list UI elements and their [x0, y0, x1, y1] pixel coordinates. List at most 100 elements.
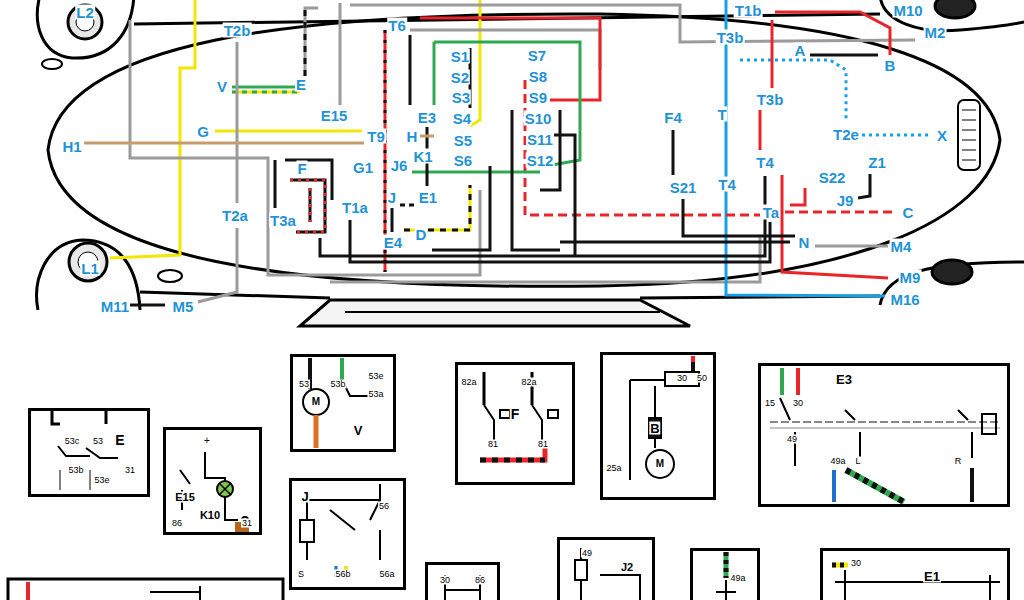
inset-box: E53c5353b53e31 — [28, 408, 150, 497]
component-label: X — [936, 128, 948, 143]
component-label: S3 — [451, 90, 471, 105]
circuit-symbol — [303, 389, 329, 415]
component-label: S6 — [453, 153, 473, 168]
wire-line — [198, 228, 237, 302]
pin-number: 53a — [367, 390, 384, 399]
component-label: T1b — [734, 3, 763, 18]
component-label: S10 — [524, 111, 553, 126]
wire-line — [285, 160, 332, 200]
component-label: S12 — [526, 153, 555, 168]
wire-line — [862, 134, 928, 137]
component-label: S9 — [528, 90, 548, 105]
wire-line — [110, 0, 195, 258]
pin-number: 49 — [786, 435, 798, 444]
wire-line — [420, 135, 434, 138]
pin-number: 50 — [696, 374, 708, 383]
wire-line — [560, 241, 790, 244]
circuit-symbol — [780, 398, 968, 420]
component-label: T4 — [717, 177, 737, 192]
circuit-symbol — [654, 438, 656, 448]
wire-line — [771, 20, 774, 88]
wire-line — [785, 211, 897, 214]
component-label: T2e — [832, 127, 860, 142]
circuit-symbol — [548, 410, 558, 418]
component-label: S22 — [818, 170, 847, 185]
component-label: G — [196, 124, 210, 139]
component-label: B — [884, 58, 897, 73]
circuit-symbol — [500, 410, 510, 418]
pin-number: 31 — [241, 519, 253, 528]
car-body — [37, 0, 1024, 326]
pin-number: 81 — [487, 440, 499, 449]
component-label: S21 — [669, 180, 698, 195]
pin-number: R — [954, 457, 963, 466]
wire-line — [304, 8, 307, 76]
pin-number: 49 — [581, 549, 593, 558]
circuit-symbol — [770, 421, 1000, 423]
circuit-symbol — [217, 481, 233, 497]
wire-line — [815, 245, 888, 248]
pin-number: 25a — [605, 464, 622, 473]
wire-line — [236, 42, 239, 203]
component-label: T2b — [223, 23, 252, 38]
component-label: M10 — [892, 3, 923, 18]
component-label: G1 — [352, 160, 374, 175]
circuit-symbol — [52, 411, 106, 424]
circuit-symbol — [665, 372, 699, 386]
pin-number: 53 — [298, 380, 310, 389]
component-label: M5 — [172, 299, 195, 314]
circuit-symbol — [770, 428, 1000, 429]
component-label: E3 — [417, 110, 437, 125]
wire-line — [232, 91, 300, 94]
car-body — [300, 300, 690, 326]
circuit-symbol — [58, 446, 118, 458]
wire-line — [130, 304, 165, 307]
wire-line — [434, 42, 580, 165]
wire-line — [775, 12, 890, 55]
wire-line — [309, 188, 312, 222]
component-label: T2a — [221, 208, 249, 223]
lamp-symbol — [158, 270, 182, 282]
component-label: M2 — [924, 25, 947, 40]
pin-number: 49a — [729, 574, 746, 583]
component-label: E1 — [418, 190, 438, 205]
circuit-symbol — [219, 483, 231, 495]
component-code: J — [300, 490, 309, 503]
component-code: E15 — [174, 492, 196, 503]
component-label: J — [387, 190, 397, 205]
wire-line — [410, 30, 600, 70]
lamp-symbol — [42, 0, 980, 284]
pin-number: 53c — [64, 437, 81, 446]
wire-line — [420, 18, 600, 100]
component-code: B — [649, 422, 660, 435]
wire-line — [274, 160, 277, 208]
circuit-symbol — [646, 450, 674, 478]
component-label: M11 — [100, 299, 130, 314]
component-label: L2 — [75, 5, 95, 20]
pin-number: 31 — [124, 466, 136, 475]
circuit-symbol — [26, 582, 30, 600]
pin-number: 30 — [676, 374, 688, 383]
circuit-symbol — [307, 484, 380, 560]
wire-line — [305, 8, 318, 76]
wire-line — [409, 35, 412, 105]
component-label: S4 — [452, 111, 472, 126]
lamp-symbol — [68, 5, 102, 39]
component-label: T9 — [366, 129, 386, 144]
wire-line — [552, 135, 575, 255]
component-label: S8 — [528, 69, 548, 84]
inset-box: 3086 — [425, 562, 500, 600]
circuit-symbol — [835, 570, 1000, 600]
component-label: T — [716, 107, 727, 122]
inset-box: E15K108631+ — [163, 427, 262, 535]
component-label: V — [216, 79, 228, 94]
wire-line — [525, 80, 760, 215]
circuit-symbol — [630, 380, 665, 480]
wire-line — [683, 199, 795, 236]
circuit-symbol — [970, 468, 974, 502]
pin-number: 81 — [537, 440, 549, 449]
component-label: Z1 — [867, 155, 887, 170]
component-label: S7 — [527, 48, 547, 63]
